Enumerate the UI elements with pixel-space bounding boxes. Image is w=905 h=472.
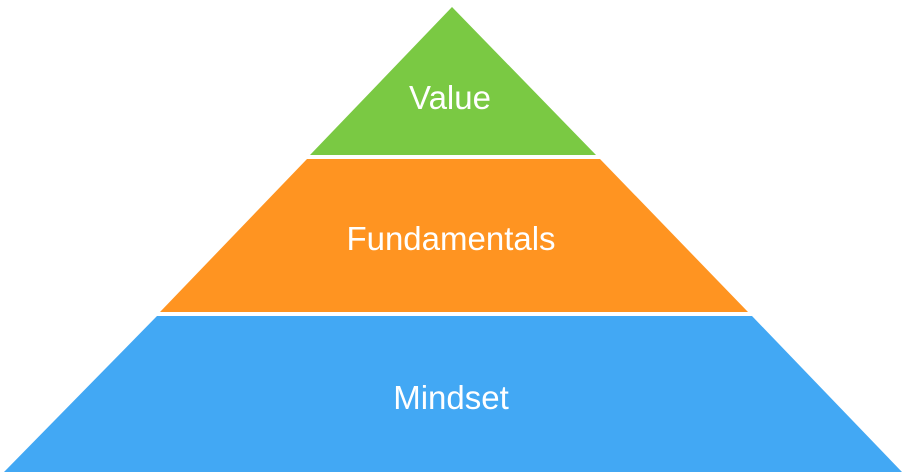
pyramid-level-fundamentals xyxy=(160,159,748,312)
pyramid-label-value: Value xyxy=(409,79,491,116)
pyramid-label-fundamentals: Fundamentals xyxy=(346,220,555,257)
pyramid-level-value xyxy=(310,7,596,155)
pyramid-label-mindset: Mindset xyxy=(393,379,509,416)
pyramid-level-mindset xyxy=(4,316,902,472)
